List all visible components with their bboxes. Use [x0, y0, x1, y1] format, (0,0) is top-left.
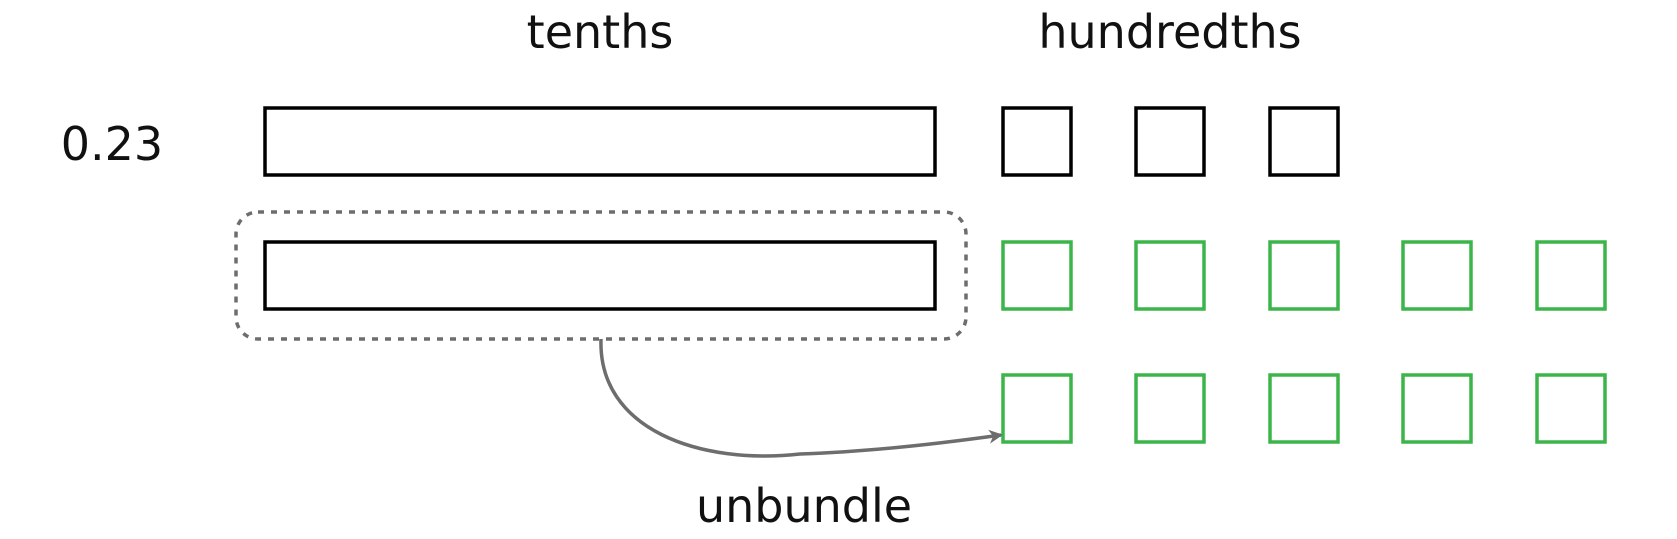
- row-original: [263, 106, 1340, 177]
- green-hundredth-square: [1268, 240, 1340, 311]
- unbundle-group-outline: [234, 210, 968, 341]
- green-hundredth-square: [1001, 240, 1073, 311]
- hundredth-square: [1134, 106, 1206, 177]
- green-hundredth-square: [1535, 373, 1607, 444]
- hundredth-square: [1268, 106, 1340, 177]
- green-hundredth-square: [1268, 373, 1340, 444]
- unbundle-arrow: [599, 338, 1003, 458]
- green-hundredth-square: [1134, 373, 1206, 444]
- row-unbundled-hundredths: [1001, 373, 1607, 444]
- tenth-bar-unbundled: [263, 240, 937, 311]
- number-label: 0.23: [61, 117, 163, 171]
- green-hundredth-square: [1401, 373, 1473, 444]
- tenths-header: tenths: [527, 5, 674, 59]
- tenth-bar: [263, 106, 937, 177]
- unbundle-label: unbundle: [696, 479, 912, 533]
- green-hundredth-square: [1401, 240, 1473, 311]
- green-hundredth-square: [1535, 240, 1607, 311]
- row-unbundle: [234, 210, 1607, 341]
- green-hundredth-square: [1001, 373, 1073, 444]
- hundredth-square: [1001, 106, 1073, 177]
- green-hundredth-square: [1134, 240, 1206, 311]
- hundredths-header: hundredths: [1038, 5, 1301, 59]
